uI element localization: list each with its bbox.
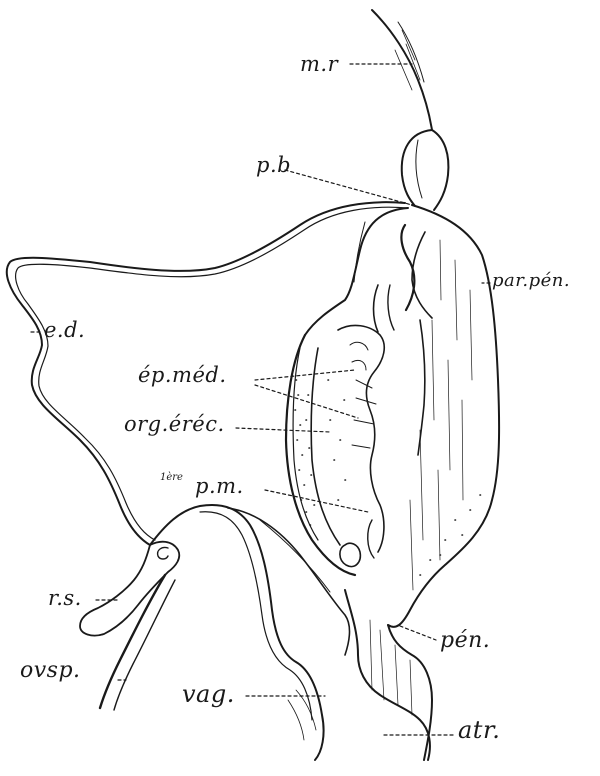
label-rs: r.s. [48,588,82,609]
label-ovsp: ovsp. [20,660,81,682]
vagina [150,505,350,760]
label-parpen: par.pén. [492,272,570,290]
label-pb: p.b [256,155,291,176]
label-pm: p.m. [195,476,244,497]
label-epmed: ép.méd. [138,365,227,386]
spermatheca [80,542,179,710]
label-pen: pén. [440,630,490,652]
penis-atrium [345,590,432,760]
stipple-texture [295,380,481,575]
label-ed: e.d. [44,320,85,341]
label-mr: m.r [300,54,338,75]
label-pm-prefix: 1ère [160,472,183,483]
label-orgerec: org.éréc. [124,414,225,435]
label-vag: vag. [182,682,235,706]
erectile-organ [286,225,432,575]
label-atr: atr. [458,718,500,742]
retractor-muscle [372,10,448,210]
